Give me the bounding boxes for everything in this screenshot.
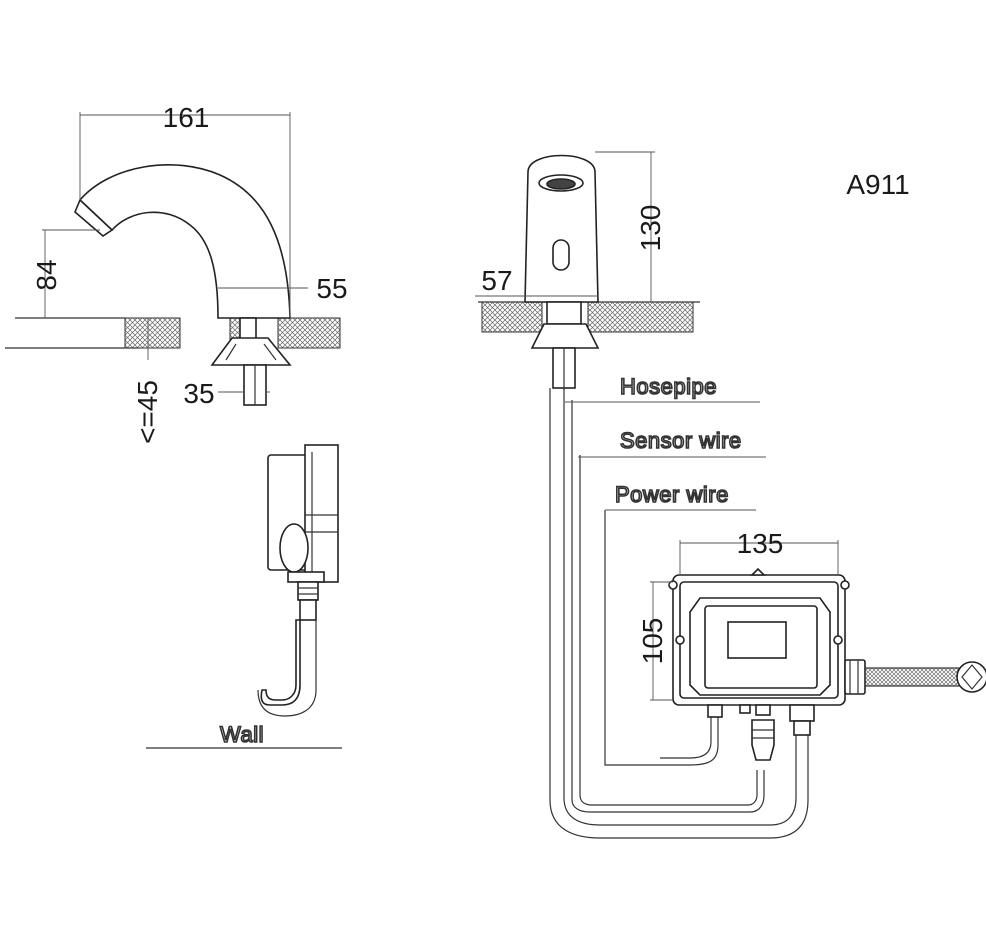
dim-161-label: 161 — [163, 102, 210, 133]
braided-inlet-hose — [864, 667, 961, 687]
power-wire — [604, 510, 719, 766]
control-box-label-window — [727, 621, 787, 659]
sensor-wire — [571, 400, 765, 813]
dim-105-label: 105 — [637, 618, 668, 665]
wall-label: Wall — [220, 722, 264, 747]
spout-tip — [74, 198, 114, 238]
front-view: 130 57 A911 — [475, 151, 910, 390]
dim-35-label: 35 — [183, 378, 214, 409]
dim-130-label: 130 — [635, 205, 666, 252]
side-view: 161 84 55 35 <=45 — [5, 102, 348, 444]
wall-hose — [260, 619, 301, 706]
sensor-connector — [755, 704, 771, 716]
dim-84-label: 84 — [31, 259, 62, 290]
deck-section-right — [277, 317, 341, 349]
wall-box-side-view: Wall — [146, 444, 342, 749]
spout-body — [78, 164, 291, 319]
hosepipe — [549, 388, 809, 839]
dim-45-label: <=45 — [132, 380, 163, 444]
shank — [239, 317, 257, 341]
inlet-fitting — [844, 659, 866, 695]
dim-57-label: 57 — [481, 265, 512, 296]
mounting-nut — [210, 337, 292, 366]
faucet-body-front — [524, 154, 599, 303]
control-box: 135 105 — [637, 528, 986, 761]
power-wire-label: Power wire — [615, 482, 729, 507]
sensor-wire-label: Sensor wire — [620, 428, 742, 453]
power-connector — [707, 704, 723, 718]
hosepipe-label: Hosepipe — [620, 374, 717, 399]
front-mounting-nut — [530, 323, 600, 349]
model-number: A911 — [846, 169, 909, 200]
hose-fitting — [789, 704, 815, 722]
sensor-window — [552, 239, 570, 271]
inlet-valve — [956, 661, 986, 693]
dim-55-label: 55 — [316, 273, 347, 304]
dim-135-label: 135 — [737, 528, 784, 559]
deck-section-left — [124, 317, 181, 349]
hoses-and-wires: Hosepipe Sensor wire Power wire — [549, 373, 809, 839]
deck-section-front-left — [481, 301, 543, 333]
deck-section-front-right — [587, 301, 694, 333]
